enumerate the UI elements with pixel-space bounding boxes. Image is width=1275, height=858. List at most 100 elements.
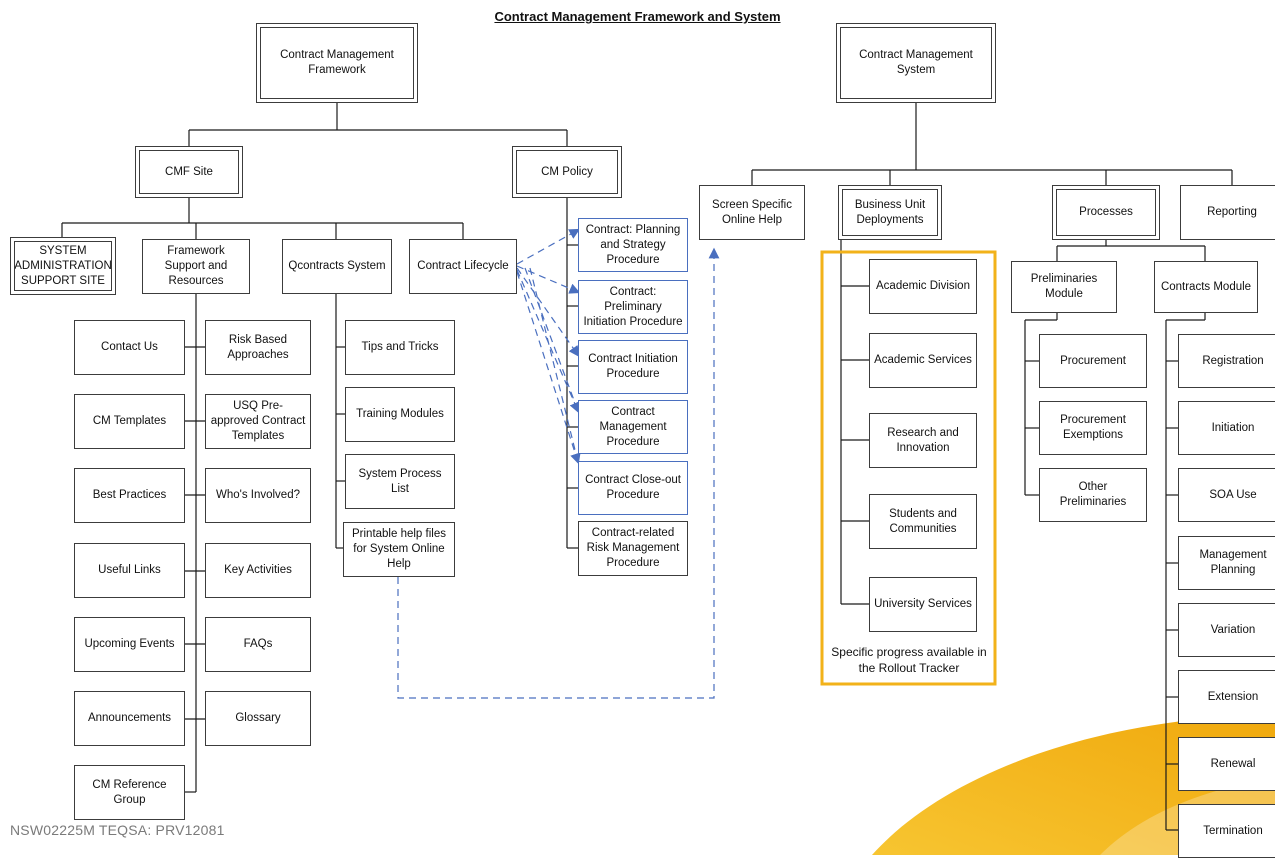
- node-label: Processes: [1079, 206, 1133, 218]
- node-label: Contract Lifecycle: [417, 260, 509, 272]
- node-training-modules: Training Modules: [345, 387, 455, 442]
- node-label: Renewal: [1210, 757, 1256, 770]
- node-whos-involved: Who's Involved?: [205, 468, 311, 523]
- node-label: System Process List: [358, 467, 442, 495]
- node-label: CM Reference Group: [92, 778, 167, 806]
- node-contract-initiation-procedure: Contract Initiation Procedure: [578, 340, 688, 394]
- registration-footer: NSW02225M TEQSA: PRV12081: [10, 822, 225, 838]
- node-label: CMF Site: [165, 165, 213, 178]
- node-tips-and-tricks: Tips and Tricks: [345, 320, 455, 375]
- node-framework-support: Framework Support and Resources: [142, 239, 250, 294]
- node-preliminaries-module: Preliminaries Module: [1011, 261, 1117, 313]
- node-label: Academic Services: [874, 354, 972, 366]
- node-label: Procurement: [1060, 354, 1126, 367]
- node-procurement-exemptions: Procurement Exemptions: [1039, 401, 1147, 455]
- node-screen-specific-online-help: Screen Specific Online Help: [699, 185, 805, 240]
- node-qcontracts-system: Qcontracts System: [282, 239, 392, 294]
- node-best-practices: Best Practices: [74, 468, 185, 523]
- node-label: University Services: [874, 598, 972, 610]
- node-announcements: Announcements: [74, 691, 185, 746]
- node-university-services: University Services: [869, 577, 977, 632]
- node-label: Contracts Module: [1160, 280, 1252, 293]
- node-label: Research and Innovation: [887, 426, 959, 454]
- node-label: Glossary: [235, 712, 281, 724]
- node-label: Variation: [1210, 623, 1256, 636]
- node-label: CM Templates: [92, 415, 167, 427]
- node-label: Qcontracts System: [288, 260, 386, 272]
- node-variation: Variation: [1178, 603, 1275, 657]
- node-glossary: Glossary: [205, 691, 311, 746]
- node-academic-division: Academic Division: [869, 259, 977, 314]
- node-contract-closeout-procedure: Contract Close-out Procedure: [578, 461, 688, 515]
- node-renewal: Renewal: [1178, 737, 1275, 791]
- node-cm-reference-group: CM Reference Group: [74, 765, 185, 820]
- node-preliminary-initiation-procedure: Contract: Preliminary Initiation Procedu…: [578, 280, 688, 334]
- node-termination: Termination: [1178, 804, 1275, 858]
- node-processes: Processes: [1052, 185, 1160, 240]
- node-risk-based-approaches: Risk Based Approaches: [205, 320, 311, 375]
- node-label: Contract: Preliminary Initiation Procedu…: [583, 285, 683, 328]
- node-planning-strategy-procedure: Contract: Planning and Strategy Procedur…: [578, 218, 688, 272]
- node-label: Screen Specific Online Help: [712, 198, 792, 226]
- node-management-planning: Management Planning: [1178, 536, 1275, 590]
- node-label: Key Activities: [224, 564, 292, 576]
- node-label: Contract Close-out Procedure: [585, 474, 681, 501]
- node-procurement: Procurement: [1039, 334, 1147, 388]
- node-soa-use: SOA Use: [1178, 468, 1275, 522]
- node-research-and-innovation: Research and Innovation: [869, 413, 977, 468]
- node-label: Who's Involved?: [215, 489, 300, 501]
- node-faqs: FAQs: [205, 617, 311, 672]
- node-label: Contract Management Framework: [280, 49, 394, 76]
- node-cm-policy: CM Policy: [512, 146, 622, 198]
- node-system-administration-support-site: SYSTEM ADMINISTRATION SUPPORT SITE: [10, 237, 116, 295]
- node-students-and-communities: Students and Communities: [869, 494, 977, 549]
- node-business-unit-deployments: Business Unit Deployments: [838, 185, 942, 240]
- node-label: Best Practices: [92, 489, 167, 501]
- node-extension: Extension: [1178, 670, 1275, 724]
- node-label: Termination: [1203, 824, 1263, 837]
- node-label: Students and Communities: [889, 507, 957, 535]
- node-label: Printable help files for System Online H…: [352, 528, 446, 570]
- node-label: Announcements: [87, 712, 172, 724]
- node-registration: Registration: [1178, 334, 1275, 388]
- node-label: USQ Pre-approved Contract Templates: [210, 400, 306, 442]
- node-label: Preliminaries Module: [1030, 273, 1098, 300]
- node-label: Extension: [1207, 690, 1259, 703]
- node-label: Training Modules: [356, 408, 444, 420]
- node-cmf-site: CMF Site: [135, 146, 243, 198]
- node-label: Tips and Tricks: [361, 341, 439, 353]
- node-label: Contract Management Procedure: [599, 405, 667, 448]
- node-contract-lifecycle: Contract Lifecycle: [409, 239, 517, 294]
- node-contract-management-procedure: Contract Management Procedure: [578, 400, 688, 454]
- node-other-preliminaries: Other Preliminaries: [1039, 468, 1147, 522]
- node-label: Reporting: [1207, 206, 1257, 218]
- node-contract-management-system: Contract Management System: [836, 23, 996, 103]
- node-usq-pre-approved-templates: USQ Pre-approved Contract Templates: [205, 394, 311, 449]
- node-label: Procurement Exemptions: [1060, 414, 1126, 441]
- node-useful-links: Useful Links: [74, 543, 185, 598]
- node-label: Academic Division: [876, 280, 970, 292]
- node-label: SYSTEM ADMINISTRATION SUPPORT SITE: [14, 244, 112, 287]
- node-label: Framework Support and Resources: [164, 245, 228, 287]
- node-label: Registration: [1202, 354, 1264, 367]
- node-label: Management Planning: [1199, 549, 1267, 576]
- node-contracts-module: Contracts Module: [1154, 261, 1258, 313]
- node-cm-templates: CM Templates: [74, 394, 185, 449]
- node-upcoming-events: Upcoming Events: [74, 617, 185, 672]
- node-printable-help-files: Printable help files for System Online H…: [343, 522, 455, 577]
- node-contract-management-framework: Contract Management Framework: [256, 23, 418, 103]
- node-label: Useful Links: [98, 564, 161, 576]
- node-reporting: Reporting: [1180, 185, 1275, 240]
- node-label: CM Policy: [541, 165, 593, 178]
- node-label: Contract Initiation Procedure: [588, 353, 678, 380]
- node-contact-us: Contact Us: [74, 320, 185, 375]
- node-initiation: Initiation: [1178, 401, 1275, 455]
- node-label: Other Preliminaries: [1059, 481, 1127, 508]
- node-label: Initiation: [1211, 421, 1255, 434]
- node-system-process-list: System Process List: [345, 454, 455, 509]
- node-label: Business Unit Deployments: [854, 198, 926, 226]
- node-label: Contract-related Risk Management Procedu…: [586, 527, 680, 569]
- node-label: Contract Management System: [859, 49, 973, 76]
